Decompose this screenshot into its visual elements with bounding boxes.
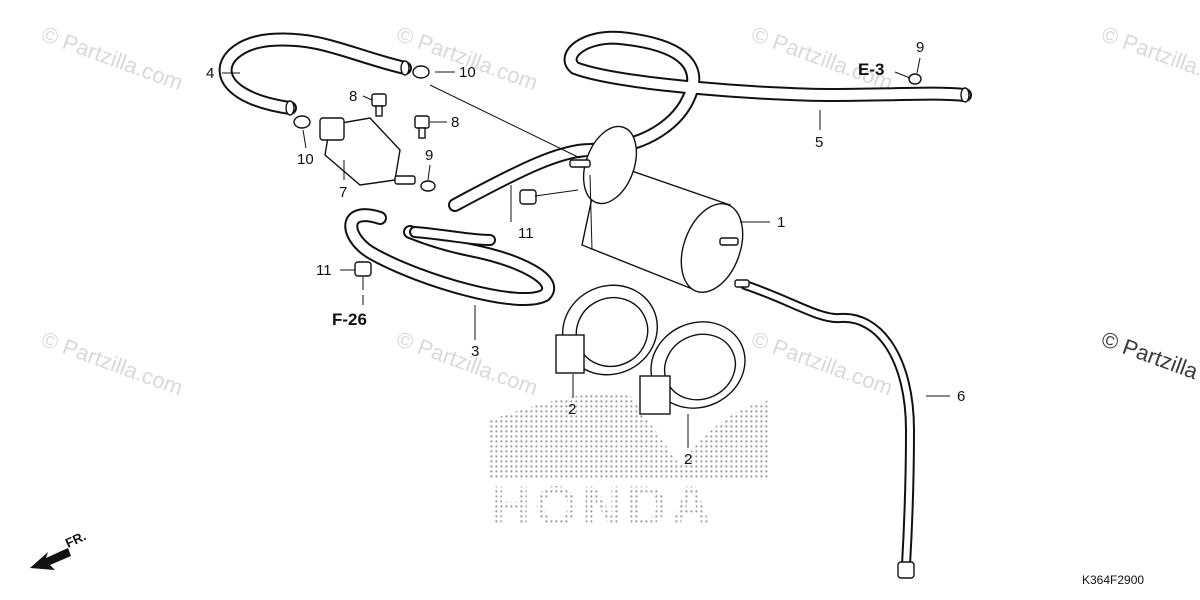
watermark-text: © Partzilla.com [38,21,186,95]
callout-number: 8 [451,114,459,131]
part-4-hose [218,32,412,116]
front-arrow-icon [30,548,71,570]
part-1-canister [569,125,750,293]
part-2-strap [555,284,659,376]
part-11-clamp [519,189,537,205]
callout-number: 3 [471,343,479,360]
callout-number: 6 [957,388,965,405]
part-6-hose [740,280,915,579]
callout-layer: 1 2 2 3 4 5 6 7 8 8 9 9 10 10 11 11 [206,39,965,468]
callout-number: 4 [206,65,214,82]
callout-number: 10 [297,151,314,168]
watermark-text: © Partzilla.com [748,326,896,400]
watermark-text: © Partzilla.com [38,326,186,400]
front-label: FR. [63,528,88,550]
callout-number: 9 [916,39,924,56]
cross-ref-e3[interactable]: E-3 [858,60,884,79]
callout-number: 9 [425,147,433,164]
honda-wing-logo: HONDA [490,392,770,537]
part-7-valve [319,117,416,186]
cross-ref-f26[interactable]: F-26 [332,310,367,329]
callout-number: 11 [316,262,332,279]
leader-lines [222,57,950,448]
callout-number: 2 [684,451,692,468]
callout-number: 10 [459,64,476,81]
part-8-bolt [414,115,430,139]
part-5-hose [448,30,972,212]
callout-number: 11 [518,225,534,242]
part-9-clip [908,73,922,85]
part-10-clamp [412,65,430,79]
watermark-text: © Partzilla.com [1098,21,1200,95]
front-direction-indicator: FR. [30,528,88,570]
figure-code: K364F2900 [1082,573,1144,587]
part-3-hose [344,208,555,306]
watermark-text-edge: © Partzilla [1098,326,1200,384]
part-11-clamp [354,261,372,277]
part-10-clamp [293,115,311,129]
honda-brand-text: HONDA [490,474,715,537]
callout-number: 5 [815,134,823,151]
callout-number: 7 [339,184,347,201]
callout-number: 1 [777,214,785,231]
callout-number: 8 [349,88,357,105]
part-2-strap [639,321,746,415]
part-9-clip [420,180,436,192]
callout-number: 2 [568,401,576,418]
part-8-bolt [371,93,387,117]
watermark-text: © Partzilla.com [748,21,896,95]
watermark-text: © Partzilla.com [393,21,541,95]
watermark-text: © Partzilla.com [393,326,541,400]
